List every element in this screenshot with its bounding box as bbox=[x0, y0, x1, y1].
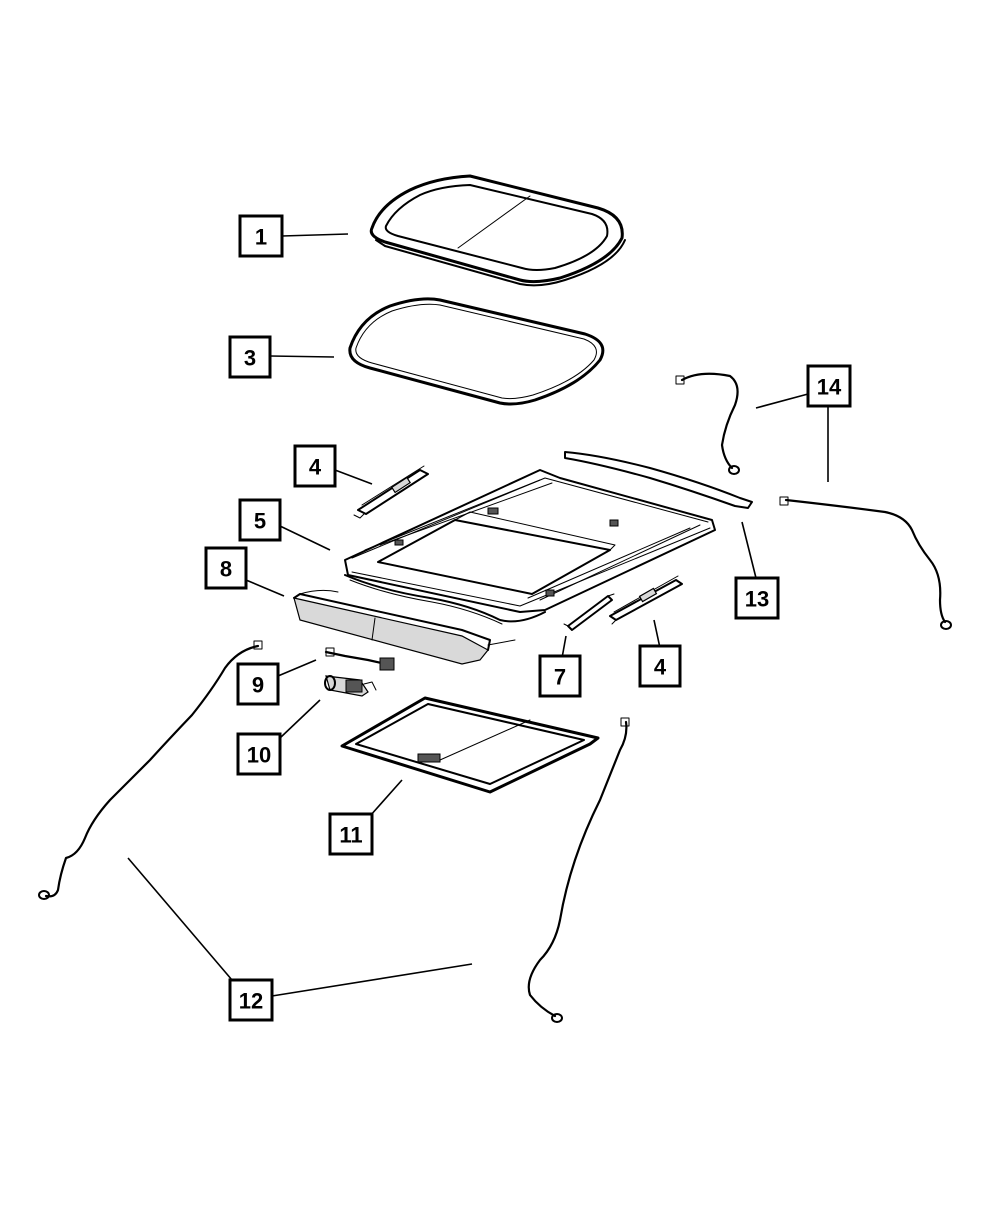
callout-1-label: 1 bbox=[255, 225, 267, 250]
leader-14a bbox=[755, 393, 809, 409]
callout-13-label: 13 bbox=[745, 587, 769, 612]
part-4-upper-guide-rail bbox=[353, 465, 429, 519]
callout-12-label: 12 bbox=[239, 989, 263, 1014]
part-5-frame-assembly bbox=[344, 469, 716, 625]
callout-4-lower: 4 bbox=[638, 644, 682, 688]
leader-3 bbox=[269, 355, 335, 358]
part-4-lower-guide-rail bbox=[609, 575, 683, 625]
leader-7 bbox=[561, 635, 567, 659]
part-9-motor-bracket bbox=[324, 647, 395, 671]
callout-4-lower-label: 4 bbox=[654, 655, 667, 680]
callout-3: 3 bbox=[228, 335, 272, 379]
part-12-rear-drain-hoses bbox=[38, 640, 630, 1023]
callout-14-label: 14 bbox=[817, 375, 842, 400]
leader-8 bbox=[245, 579, 285, 597]
callout-13: 13 bbox=[734, 576, 780, 620]
leader-4b bbox=[653, 619, 661, 649]
callout-3-label: 3 bbox=[244, 346, 256, 371]
part-14-front-drain-hoses bbox=[675, 372, 952, 630]
callout-7: 7 bbox=[538, 654, 582, 698]
callout-14: 14 bbox=[806, 364, 852, 408]
callout-11-label: 11 bbox=[339, 823, 362, 848]
callout-11: 11 bbox=[328, 812, 374, 856]
leader-4a bbox=[334, 469, 373, 485]
callout-12: 12 bbox=[228, 978, 274, 1022]
part-13-deflector-strip bbox=[564, 451, 753, 509]
callout-5-label: 5 bbox=[254, 509, 266, 534]
leader-9 bbox=[277, 659, 317, 677]
callout-10: 10 bbox=[236, 732, 282, 776]
leader-lines bbox=[127, 233, 829, 997]
part-3-seal bbox=[348, 297, 605, 406]
leader-12a bbox=[127, 857, 233, 981]
part-11-sunshade bbox=[340, 696, 600, 794]
part-8-wind-deflector bbox=[293, 589, 516, 665]
callout-1: 1 bbox=[238, 214, 284, 258]
callout-8-label: 8 bbox=[220, 557, 232, 582]
part-7-bracket bbox=[563, 593, 615, 631]
leader-10 bbox=[279, 699, 321, 739]
callout-4-upper-label: 4 bbox=[309, 455, 322, 480]
callout-5: 5 bbox=[238, 498, 282, 542]
part-10-motor bbox=[324, 675, 377, 697]
callout-7-label: 7 bbox=[554, 665, 566, 690]
leader-1 bbox=[281, 233, 349, 237]
leader-13 bbox=[741, 521, 757, 579]
callouts: 1 3 4 5 8 9 10 11 bbox=[204, 214, 852, 1022]
callout-10-label: 10 bbox=[247, 743, 271, 768]
callout-4-upper: 4 bbox=[293, 444, 337, 488]
leader-12b bbox=[271, 963, 473, 997]
callout-9: 9 bbox=[236, 662, 280, 706]
part-1-glass-panel bbox=[369, 174, 626, 287]
leader-5 bbox=[279, 525, 331, 551]
callout-9-label: 9 bbox=[252, 673, 264, 698]
leader-11 bbox=[369, 779, 403, 817]
callout-8: 8 bbox=[204, 546, 248, 590]
